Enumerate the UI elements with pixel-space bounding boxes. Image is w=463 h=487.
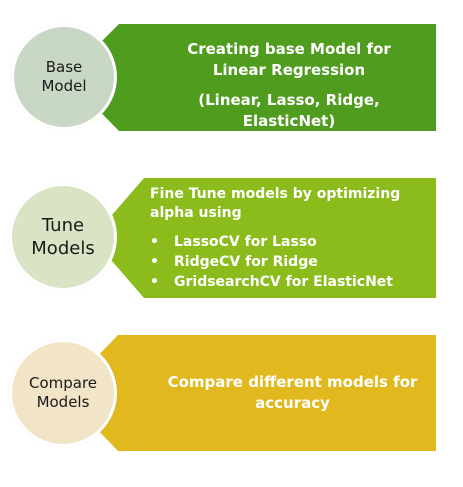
step1-circle: Base Model: [11, 24, 117, 130]
step2-bullet-item: • GridsearchCV for ElasticNet: [150, 272, 440, 292]
step3-heading: Compare different models for accuracy: [167, 373, 418, 412]
bullet-icon: •: [150, 254, 159, 270]
step3-circle-label: Compare Models: [28, 373, 98, 412]
step2-bullet-text: LassoCV for Lasso: [174, 234, 317, 250]
step2-bullet-text: GridsearchCV for ElasticNet: [174, 274, 393, 290]
step2-bullet-list: • LassoCV for Lasso • RidgeCV for Ridge • G…: [150, 232, 440, 292]
step1-circle-label: Base Model: [41, 57, 87, 96]
step2-heading: Fine Tune models by optimizing alpha usi…: [150, 186, 401, 221]
step2-circle: Tune Models: [9, 183, 117, 291]
step1-heading: Creating base Model for Linear Regressio…: [187, 40, 391, 79]
step2-bullet-item: • LassoCV for Lasso: [150, 232, 440, 252]
step2-circle-label: Tune Models: [31, 214, 95, 259]
step1-subheading: (Linear, Lasso, Ridge, ElasticNet): [198, 91, 380, 130]
bullet-icon: •: [150, 274, 159, 290]
step2-bullet-text: RidgeCV for Ridge: [174, 254, 318, 270]
bullet-icon: •: [150, 234, 159, 250]
step3-circle: Compare Models: [9, 339, 117, 447]
step2-bullet-item: • RidgeCV for Ridge: [150, 252, 440, 272]
